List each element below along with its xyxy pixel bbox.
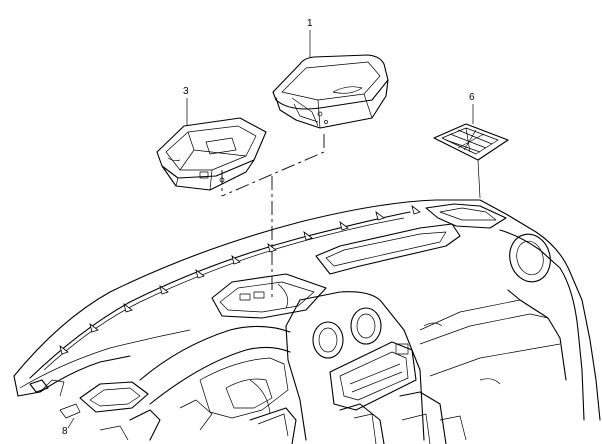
assembly-lines (221, 134, 325, 300)
center-air-vents (312, 307, 382, 359)
part-3-storage-tray (156, 117, 267, 191)
callout-3-label: 3 (183, 86, 189, 97)
leader-line-8 (67, 417, 75, 429)
callout-6-label: 6 (469, 92, 475, 103)
callout-8-label: 8 (62, 426, 68, 437)
left-air-vent (29, 379, 81, 419)
callout-8: 8 (62, 417, 75, 437)
callout-1: 1 (307, 18, 313, 60)
part-1-storage-lid (272, 54, 389, 129)
callout-6: 6 (469, 92, 475, 124)
callout-3: 3 (183, 86, 189, 128)
part-6-speaker-grille (433, 123, 509, 199)
callout-1-label: 1 (307, 18, 313, 29)
defrost-vents (59, 205, 421, 355)
dashboard-panel (13, 199, 601, 444)
right-air-vent (509, 233, 551, 283)
